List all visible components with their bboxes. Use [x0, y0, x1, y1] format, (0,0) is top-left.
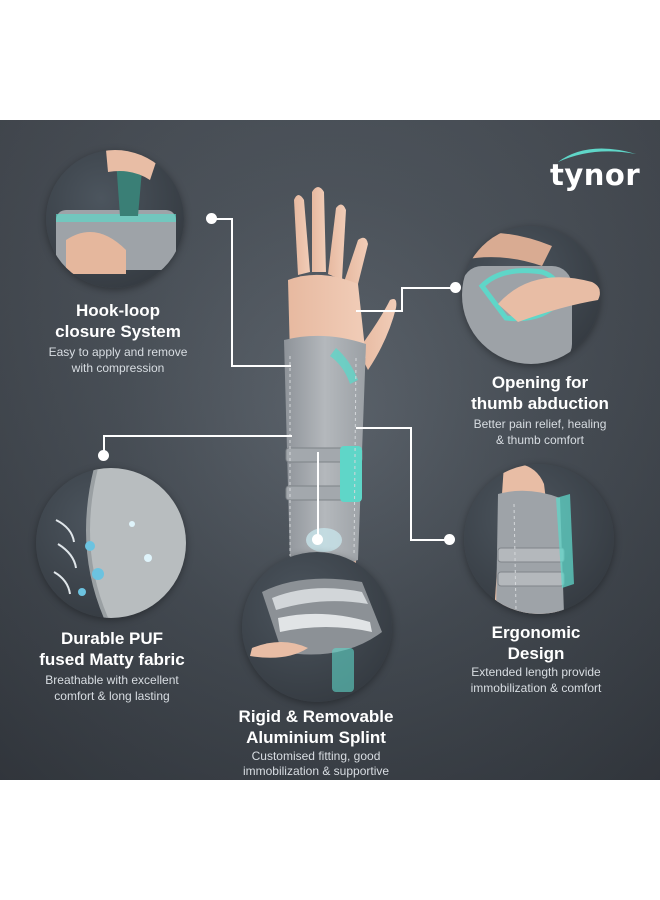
thumb-opening-title-line1: Opening for [491, 373, 589, 392]
brand-name: tynor [550, 158, 641, 192]
hook-loop-connector-dot [206, 213, 217, 224]
fabric-connector-line-horizontal [104, 435, 292, 437]
thumb-opening-connector-dot [450, 282, 461, 293]
fabric-closeup-image [36, 468, 186, 618]
splint-connector-line-vertical [317, 452, 319, 536]
hook-loop-connector-line-horizontal [231, 365, 291, 367]
thumb-opening-title-line2: thumb abduction [471, 394, 609, 413]
hook-loop-desc-line1: Easy to apply and remove [48, 345, 188, 359]
thumb-opening-connector-line-horizontal [356, 310, 403, 312]
hook-loop-desc-line2: with compression [71, 361, 165, 375]
ergonomic-connector-line-horizontal-top [356, 427, 412, 429]
fabric-connector-line-vertical [103, 435, 105, 451]
fabric-desc-line2: comfort & long lasting [54, 689, 170, 703]
fabric-connector-dot [98, 450, 109, 461]
hook-loop-connector-line-vertical [231, 218, 233, 366]
hook-loop-title-line2: closure System [55, 322, 181, 341]
fabric-title-line2: fused Matty fabric [39, 650, 185, 669]
logo-swoosh-icon [558, 148, 636, 162]
splint-desc-line1: Customised fitting, good [251, 749, 381, 763]
ergonomic-title-line2: Design [507, 644, 565, 663]
thumb-opening-desc-line2: & thumb comfort [495, 433, 585, 447]
fabric-desc-line1: Breathable with excellent [45, 673, 179, 687]
ergonomic-title-line1: Ergonomic [491, 623, 581, 642]
splint-desc-line2: immobilization & supportive [242, 764, 390, 778]
ergonomic-desc-line2: immobilization & comfort [470, 681, 602, 695]
hook-loop-closure-image [46, 150, 184, 288]
thumb-opening-connector-line [402, 287, 452, 289]
ergonomic-design-image [464, 464, 614, 614]
thumb-opening-image [462, 226, 600, 364]
thumb-opening-desc-line1: Better pain relief, healing [473, 417, 607, 431]
ergonomic-connector-dot [444, 534, 455, 545]
hook-loop-connector-line [216, 218, 232, 220]
splint-title-line2: Aluminium Splint [246, 728, 386, 747]
product-infographic-panel: tynor [0, 120, 660, 780]
ergonomic-desc-line1: Extended length provide [471, 665, 601, 679]
ergonomic-connector-line-horizontal-bottom [410, 539, 446, 541]
brand-logo: tynor [548, 140, 648, 195]
splint-connector-dot [312, 534, 323, 545]
ergonomic-connector-line-vertical [410, 427, 412, 541]
fabric-title-line1: Durable PUF [60, 629, 164, 648]
thumb-opening-connector-line-vertical [401, 287, 403, 312]
hook-loop-title-line1: Hook-loop [75, 301, 161, 320]
splint-title-line1: Rigid & Removable [238, 707, 394, 726]
aluminium-splint-image [242, 552, 392, 702]
